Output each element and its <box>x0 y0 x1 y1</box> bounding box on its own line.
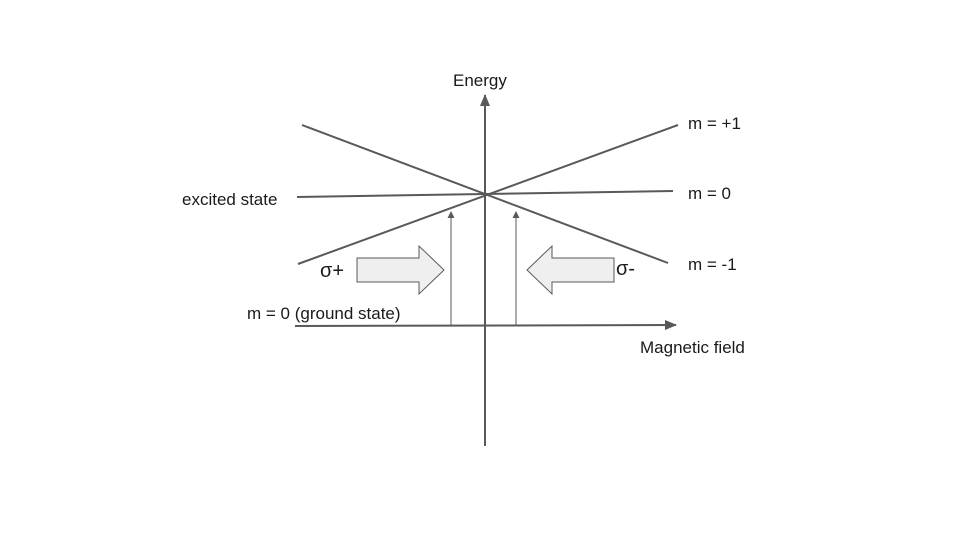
sigma-minus-label: σ- <box>616 258 636 280</box>
sigma-plus-label: σ+ <box>320 260 345 282</box>
energy-axis-label: Energy <box>453 71 507 90</box>
m-plus-1-label: m = +1 <box>688 114 741 133</box>
m-minus-1-label: m = -1 <box>688 255 737 274</box>
magnetic-field-axis <box>294 320 677 331</box>
sigma-plus-beam-arrow <box>356 244 445 296</box>
sigma-minus-beam-arrow <box>526 244 615 296</box>
level-line-m-minus-1 <box>301 124 669 264</box>
excited-state-label: excited state <box>182 190 278 209</box>
m-0-label: m = 0 <box>688 184 731 203</box>
magnetic-field-axis-label: Magnetic field <box>640 338 745 357</box>
ground-state-label: m = 0 (ground state) <box>247 304 401 323</box>
